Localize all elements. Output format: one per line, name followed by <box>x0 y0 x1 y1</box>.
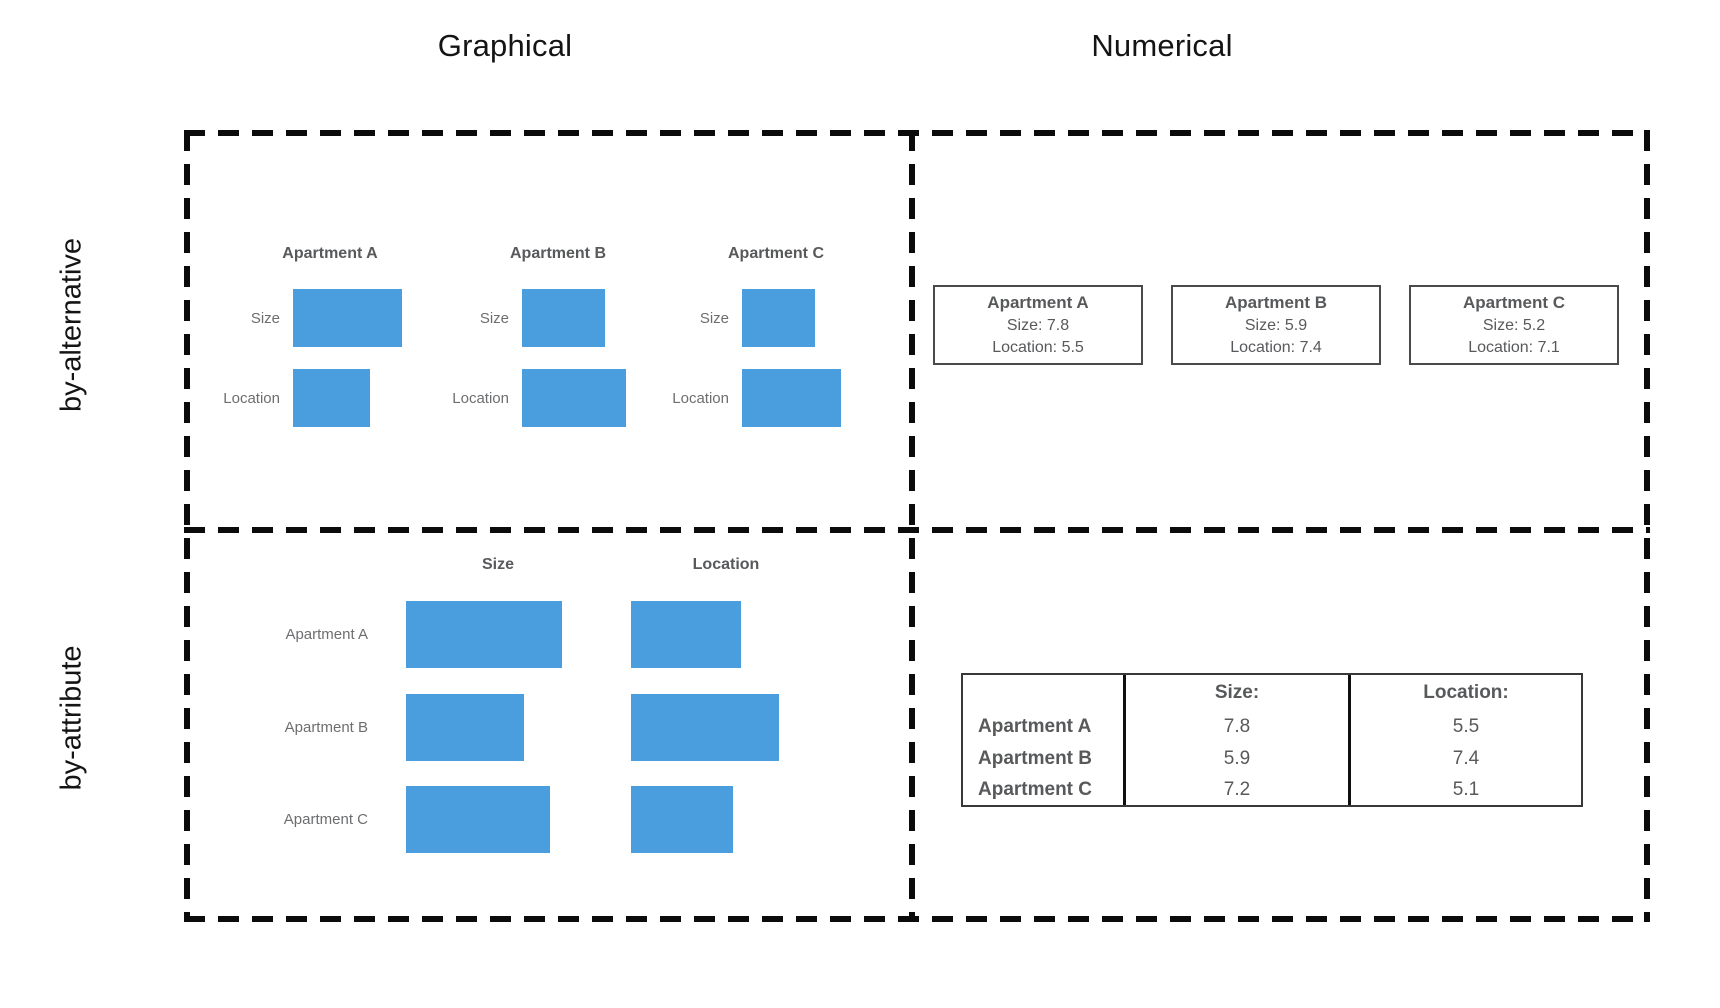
chart-row-apartment-b-location: Location <box>399 369 626 427</box>
bar-apartment-b-size <box>406 694 524 761</box>
column-header-graphical: Graphical <box>437 28 573 63</box>
value-card-apartment-c: Apartment C Size: 5.2 Location: 7.1 <box>1409 285 1619 365</box>
grid-line-center <box>909 130 915 922</box>
bar-apartment-a-location <box>631 601 741 668</box>
chart-row-apartment-b-size: Size <box>399 289 605 347</box>
attribute-column-header-location: Location <box>692 556 760 573</box>
card-title: Apartment C <box>1462 293 1565 312</box>
table-value-b-location: 7.4 <box>1348 743 1581 775</box>
card-size-value: Size: 5.2 <box>1482 317 1546 334</box>
grid-line-top <box>184 130 1650 136</box>
value-card-apartment-b: Apartment B Size: 5.9 Location: 7.4 <box>1171 285 1381 365</box>
grid-line-right <box>1644 130 1650 922</box>
table-value-a-location: 5.5 <box>1348 711 1581 743</box>
bar-apartment-c-size <box>742 289 815 347</box>
bar-label-size: Size <box>699 309 729 327</box>
grid-line-left <box>184 130 190 922</box>
card-title: Apartment B <box>1224 293 1327 312</box>
column-header-numerical: Numerical <box>1091 28 1233 63</box>
card-location-value: Location: 7.4 <box>1230 339 1322 356</box>
chart-row-apartment-a-size: Size <box>170 289 402 347</box>
table-header-size: Size: <box>1123 675 1348 711</box>
table-row-label-apartment-a: Apartment A <box>978 716 1092 737</box>
chart-row-apartment-a-location: Location <box>170 369 370 427</box>
card-location-value: Location: 7.1 <box>1468 339 1560 356</box>
attribute-column-header-size: Size <box>481 556 514 573</box>
table-value-c-location: 5.1 <box>1348 775 1581 805</box>
row-label-apartment-c: Apartment C <box>283 811 368 828</box>
row-header-by-attribute: by-attribute <box>55 645 88 791</box>
bar-apartment-a-location <box>293 369 370 427</box>
card-title: Apartment A <box>987 293 1089 312</box>
table-header-location: Location: <box>1348 675 1581 711</box>
table-value-b-size: 5.9 <box>1123 743 1348 775</box>
bar-label-size: Size <box>479 309 509 327</box>
table-value-c-size: 7.2 <box>1123 775 1348 805</box>
bar-label-size: Size <box>250 309 280 327</box>
mini-chart-title-apartment-c: Apartment C <box>727 245 824 262</box>
bar-apartment-c-size <box>406 786 550 853</box>
chart-row-apartment-c: Apartment C <box>230 786 850 853</box>
table-value-a-size: 7.8 <box>1123 711 1348 743</box>
bar-apartment-b-size <box>522 289 605 347</box>
value-card-apartment-a: Apartment A Size: 7.8 Location: 5.5 <box>933 285 1143 365</box>
bar-label-location: Location <box>452 389 509 407</box>
table-corner-cell <box>963 675 1123 711</box>
mini-chart-title-apartment-a: Apartment A <box>282 245 378 262</box>
chart-row-apartment-b: Apartment B <box>230 694 850 761</box>
bar-apartment-c-location <box>742 369 841 427</box>
chart-row-apartment-a: Apartment A <box>230 601 850 668</box>
bar-apartment-b-location <box>631 694 779 761</box>
card-size-value: Size: 7.8 <box>1006 317 1070 334</box>
bar-apartment-a-size <box>406 601 562 668</box>
bar-label-location: Location <box>223 389 280 407</box>
bar-label-location: Location <box>672 389 729 407</box>
chart-row-apartment-c-size: Size <box>619 289 815 347</box>
chart-row-apartment-c-location: Location <box>619 369 841 427</box>
row-label-apartment-b: Apartment B <box>284 719 368 736</box>
bar-apartment-b-location <box>522 369 626 427</box>
bar-apartment-a-size <box>293 289 402 347</box>
grid-line-middle <box>184 527 1650 533</box>
row-header-by-alternative: by-alternative <box>55 237 88 413</box>
grid-line-bottom <box>184 916 1650 922</box>
row-label-apartment-a: Apartment A <box>285 626 368 643</box>
mini-chart-title-apartment-b: Apartment B <box>509 245 606 262</box>
table-row-label-apartment-b: Apartment B <box>978 748 1093 769</box>
card-location-value: Location: 5.5 <box>992 339 1084 356</box>
attribute-value-table: Size: Location: Apartment A 7.8 5.5 Apar… <box>961 673 1583 807</box>
card-size-value: Size: 5.9 <box>1244 317 1308 334</box>
bar-apartment-c-location <box>631 786 733 853</box>
table-row-label-apartment-c: Apartment C <box>978 779 1093 800</box>
